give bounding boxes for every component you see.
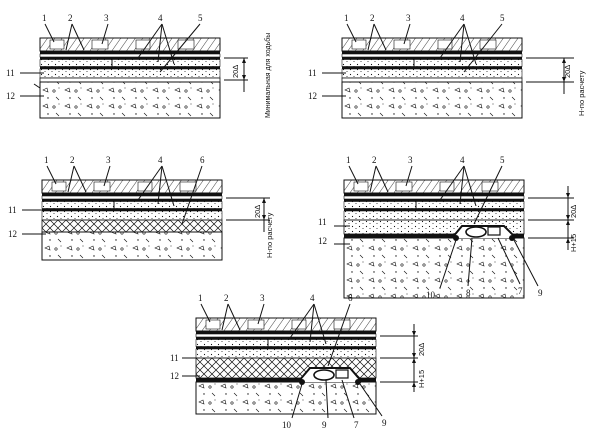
callout-4: 4 bbox=[460, 13, 465, 23]
detail-a bbox=[20, 23, 248, 119]
callout-7: 7 bbox=[354, 420, 359, 430]
callout-7: 7 bbox=[518, 286, 523, 296]
callout-5: 5 bbox=[500, 13, 505, 23]
callout-10: 10 bbox=[426, 290, 436, 300]
callout-3: 3 bbox=[406, 13, 411, 23]
callout-2: 2 bbox=[68, 13, 73, 23]
callout-1: 1 bbox=[344, 13, 349, 23]
callout-12: 12 bbox=[8, 229, 17, 239]
callout-11: 11 bbox=[308, 68, 317, 78]
callout-12: 12 bbox=[6, 91, 15, 101]
callout-6: 6 bbox=[348, 293, 353, 303]
callout-8: 8 bbox=[466, 288, 471, 298]
callout-5: 5 bbox=[500, 155, 505, 165]
detail-c-labels: 1 2 3 4 6 11 12 20∆ Н-по расчету bbox=[8, 155, 274, 258]
callout-3: 3 bbox=[260, 293, 265, 303]
dim-top: 20∆ bbox=[417, 343, 426, 356]
callout-11: 11 bbox=[170, 353, 179, 363]
detail-d-labels: 1 2 3 4 5 11 12 10 8 7 9 20∆ Н+15 bbox=[318, 155, 578, 300]
dim-top: 20∆ bbox=[253, 205, 262, 218]
callout-12: 12 bbox=[318, 236, 327, 246]
dim-calc: Н-по расчету bbox=[265, 212, 274, 258]
callout-10: 10 bbox=[282, 420, 292, 430]
callout-4: 4 bbox=[460, 155, 465, 165]
detail-e-labels: 1 2 3 4 6 11 12 10 9 7 9 20∆ Н+15 bbox=[170, 293, 426, 430]
callout-11: 11 bbox=[8, 205, 17, 215]
dim-top: 20∆ bbox=[231, 65, 240, 78]
callout-2: 2 bbox=[370, 13, 375, 23]
callout-12: 12 bbox=[308, 91, 317, 101]
callout-3: 3 bbox=[104, 13, 109, 23]
detail-c bbox=[22, 165, 270, 261]
dim-pipe: Н+15 bbox=[569, 234, 578, 252]
detail-b bbox=[322, 23, 574, 119]
callout-4: 4 bbox=[158, 13, 163, 23]
callout-9: 9 bbox=[538, 288, 543, 298]
callout-2: 2 bbox=[224, 293, 229, 303]
detail-e bbox=[182, 303, 418, 419]
callout-12: 12 bbox=[170, 371, 179, 381]
callout-1: 1 bbox=[346, 155, 351, 165]
callout-1: 1 bbox=[44, 155, 49, 165]
detail-d bbox=[334, 165, 574, 299]
callout-9: 9 bbox=[322, 420, 327, 430]
callout-11: 11 bbox=[318, 217, 327, 227]
callout-5: 5 bbox=[198, 13, 203, 23]
dim-top: 20∆ bbox=[563, 65, 572, 78]
dim-top: 20∆ bbox=[569, 205, 578, 218]
note-minimal: Минимальная для ходьбы bbox=[264, 33, 272, 118]
dim-pipe: Н+15 bbox=[417, 370, 426, 388]
callout-4: 4 bbox=[310, 293, 315, 303]
callout-1: 1 bbox=[42, 13, 47, 23]
callout-9b: 9 bbox=[382, 418, 387, 428]
callout-2: 2 bbox=[372, 155, 377, 165]
callout-1: 1 bbox=[198, 293, 203, 303]
callout-3: 3 bbox=[408, 155, 413, 165]
callout-3: 3 bbox=[106, 155, 111, 165]
callout-4: 4 bbox=[158, 155, 163, 165]
callout-11: 11 bbox=[6, 68, 15, 78]
detail-b-labels: 1 2 3 4 5 11 12 20∆ Н-по расчету bbox=[308, 13, 586, 116]
callout-6: 6 bbox=[200, 155, 205, 165]
dim-calc: Н-по расчету bbox=[577, 70, 586, 116]
detail-a-labels: 1 2 3 4 5 11 12 20∆ Минимальная для ходь… bbox=[6, 13, 272, 118]
callout-2: 2 bbox=[70, 155, 75, 165]
